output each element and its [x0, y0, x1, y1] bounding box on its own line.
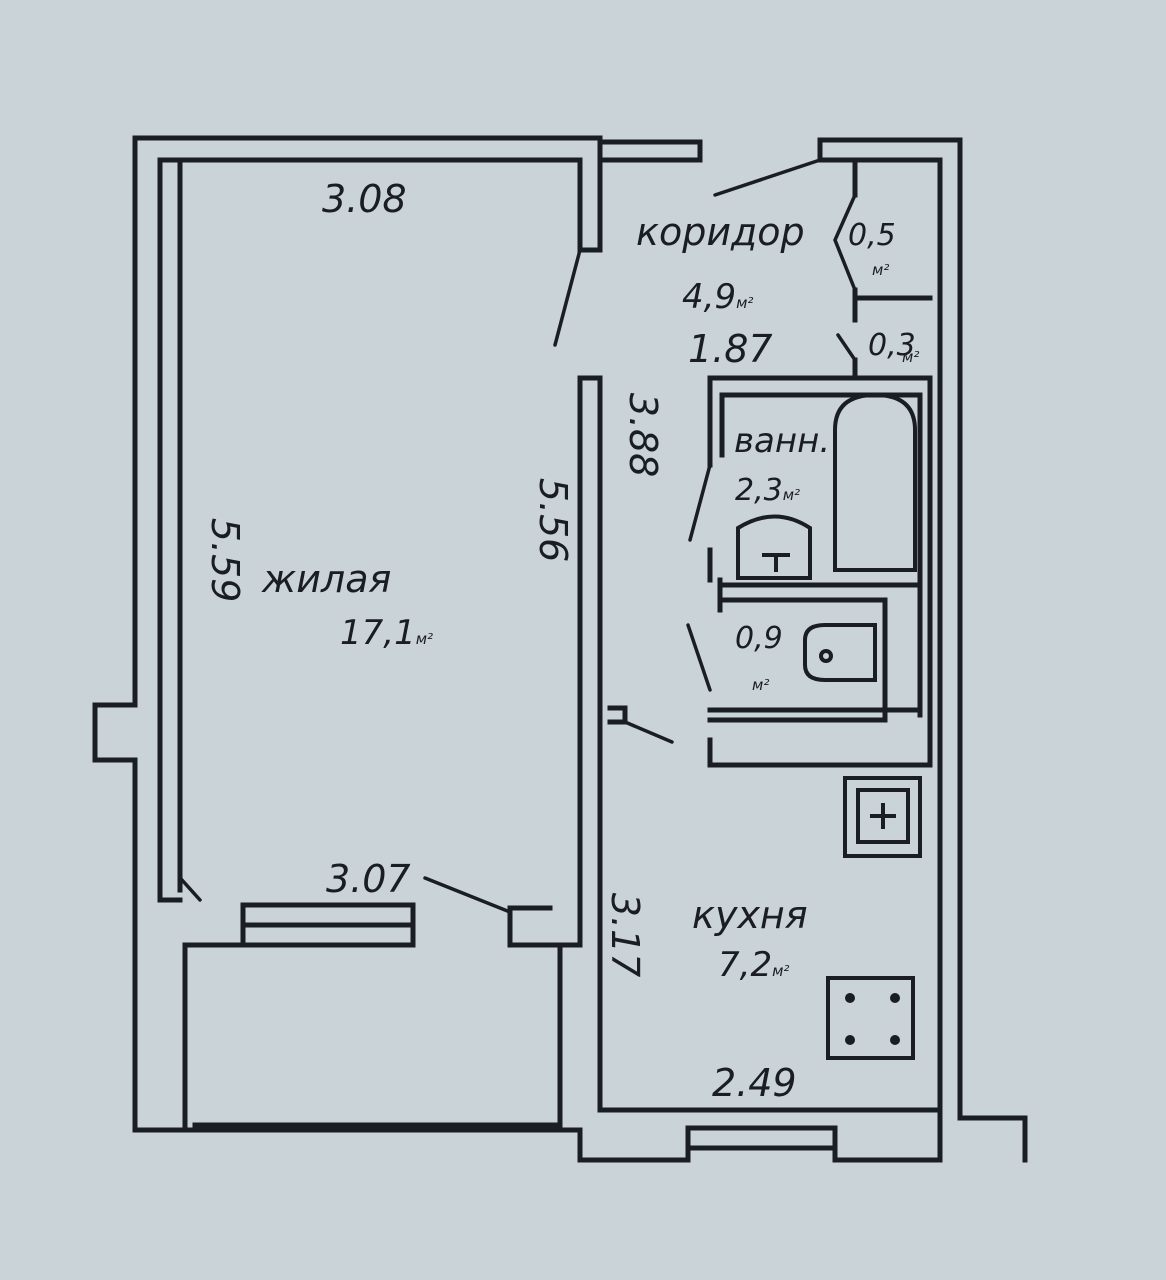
dim-living-bottom: 3.07 [326, 857, 411, 901]
walls [92, 135, 1028, 1163]
bathroom-walls [707, 375, 933, 768]
door-kitchen [623, 720, 674, 744]
closet-b-unit: м² [902, 348, 919, 366]
stove-burner-icon [890, 993, 900, 1003]
closet-a-unit: м² [872, 261, 889, 279]
corridor-area: 4,9м² [682, 277, 753, 317]
dim-corridor-length: 3.88 [621, 393, 665, 478]
living-area-value: 17,1 [340, 613, 416, 653]
corridor-name: коридор [636, 210, 805, 254]
balcony-door [180, 878, 202, 902]
kitchen-name: кухня [692, 893, 808, 937]
dim-living-left: 5.59 [203, 518, 247, 603]
stove-burner-icon [845, 1035, 855, 1045]
stove-burner-icon [845, 993, 855, 1003]
right-stub [957, 1115, 1028, 1163]
living-room-area: 17,1м² [340, 613, 433, 653]
sink-icon [843, 776, 922, 858]
dim-living-top: 3.08 [322, 177, 407, 221]
partition-living-kitchen [507, 375, 603, 1113]
bathroom-area: 2,3м² [735, 473, 800, 508]
living-area-unit: м² [416, 630, 433, 648]
balcony-wall [182, 902, 563, 1128]
door-entrance [713, 158, 822, 197]
bottom-wall [577, 1107, 943, 1163]
closet-walls [852, 162, 933, 381]
wall-stub [607, 705, 628, 725]
dim-kitchen-bottom: 2.49 [712, 1061, 797, 1105]
doors [180, 158, 857, 914]
door-toilet [686, 623, 712, 692]
bathroom-area-value: 2,3 [735, 473, 783, 508]
right-outer-wall [817, 137, 963, 1121]
corridor-area-value: 4,9 [682, 277, 736, 317]
stove-icon [826, 976, 915, 1060]
corridor-area-unit: м² [736, 294, 753, 312]
kitchen-area-unit: м² [772, 962, 789, 980]
dim-living-right: 5.56 [531, 478, 575, 563]
toilet-hole-icon [819, 649, 833, 663]
sink-cross-icon [870, 803, 896, 829]
door-closet-a [833, 193, 857, 292]
labels: 3.08 5.59 5.56 3.88 3.17 3.07 1.87 2.49 … [203, 177, 919, 1105]
washbasin-icon [736, 514, 812, 580]
door-bath [688, 463, 712, 542]
toilet-icon [803, 623, 877, 682]
toilet-unit: м² [752, 676, 769, 694]
stove-burner-icon [890, 1035, 900, 1045]
living-room-name: жилая [261, 557, 391, 601]
kitchen-area-value: 7,2 [718, 945, 772, 985]
tap-icon [762, 553, 790, 572]
toilet-area: 0,9 [735, 621, 783, 656]
living-outer-wall [92, 135, 703, 1133]
door-living [553, 248, 582, 347]
fixtures [736, 392, 922, 1060]
bathroom-area-unit: м² [783, 486, 800, 504]
kitchen-area: 7,2м² [718, 945, 789, 985]
closet-b-area: 0,3 [868, 328, 916, 363]
dim-kitchen-side: 3.17 [603, 893, 647, 978]
bathroom-name: ванн. [734, 421, 830, 461]
door-closet-b [836, 333, 857, 362]
dim-corridor-width: 1.87 [688, 327, 773, 371]
closet-a-area: 0,5 [848, 218, 896, 253]
sink-inner-icon [856, 788, 910, 844]
dim-leader-3-07 [423, 876, 512, 914]
bathtub-icon [833, 392, 917, 572]
